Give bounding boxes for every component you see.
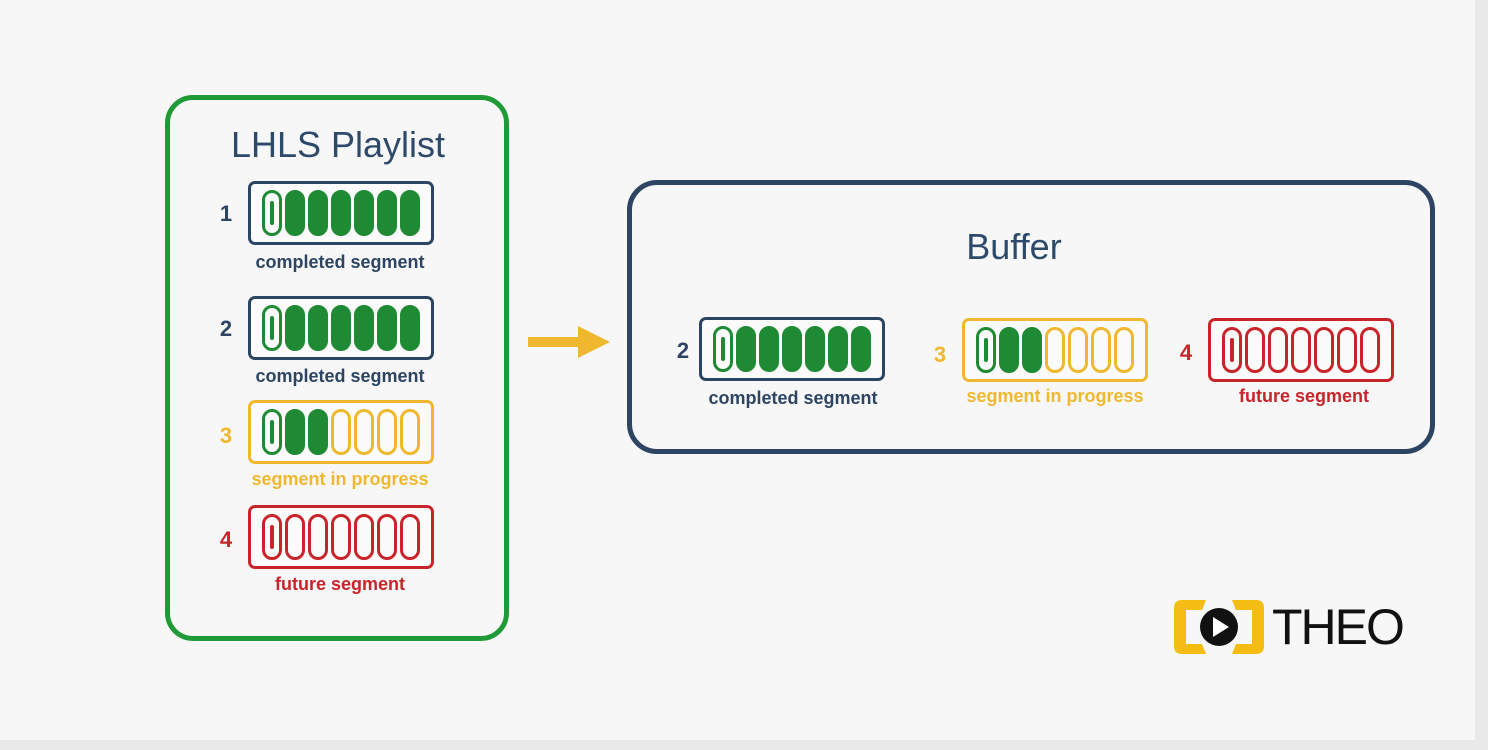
segment-chunk-filled <box>331 305 351 351</box>
segment-chunk-filled <box>851 326 871 372</box>
segment-chunk-filled <box>736 326 756 372</box>
buffer-segment-2-caption: completed segment <box>708 388 878 408</box>
segment-chunk-empty <box>1091 327 1111 373</box>
buffer-segment-2 <box>699 317 885 381</box>
buffer-segment-4-caption: future segment <box>1238 386 1370 406</box>
segment-chunk-empty <box>1045 327 1065 373</box>
playlist-segment-3 <box>248 400 434 464</box>
segment-chunk-empty <box>354 514 374 560</box>
segment-chunk-empty <box>308 514 328 560</box>
segment-chunk-filled <box>1022 327 1042 373</box>
playlist-segment-1-number: 1 <box>219 201 233 226</box>
segment-chunk-filled <box>377 305 397 351</box>
segment-chunk-filled <box>377 190 397 236</box>
playlist-segment-3-caption: segment in progress <box>251 469 429 489</box>
playlist-segment-2-caption: completed segment <box>255 366 425 386</box>
segment-chunk-empty <box>377 514 397 560</box>
playlist-segment-2 <box>248 296 434 360</box>
segment-chunk-filled <box>331 190 351 236</box>
segment-chunk-filled <box>759 326 779 372</box>
segment-chunk-empty <box>1268 327 1288 373</box>
buffer-panel <box>627 180 1435 454</box>
playlist-segment-1-caption: completed segment <box>255 252 425 272</box>
segment-chunk-index <box>713 326 733 372</box>
segment-chunk-filled <box>828 326 848 372</box>
playlist-segment-4 <box>248 505 434 569</box>
segment-chunk-index <box>1222 327 1242 373</box>
slide: LHLS Playlist 1 completed segment 2 comp… <box>0 0 1475 740</box>
buffer-segment-3 <box>962 318 1148 382</box>
playlist-segment-3-number: 3 <box>219 423 233 448</box>
segment-chunk-empty <box>1068 327 1088 373</box>
playlist-segment-4-number: 4 <box>219 527 233 552</box>
segment-chunk-filled <box>354 305 374 351</box>
lhls-playlist-panel <box>165 95 509 641</box>
segment-chunk-filled <box>805 326 825 372</box>
buffer-title: Buffer <box>966 226 1062 267</box>
buffer-segment-3-number: 3 <box>933 342 947 367</box>
segment-chunk-empty <box>285 514 305 560</box>
buffer-segment-3-caption: segment in progress <box>966 386 1144 406</box>
segment-chunk-filled <box>285 409 305 455</box>
buffer-segment-2-number: 2 <box>676 338 690 363</box>
segment-chunk-empty <box>331 409 351 455</box>
segment-chunk-filled <box>400 190 420 236</box>
segment-chunk-empty <box>354 409 374 455</box>
segment-chunk-empty <box>1245 327 1265 373</box>
segment-chunk-empty <box>1360 327 1380 373</box>
segment-chunk-filled <box>285 305 305 351</box>
segment-chunk-filled <box>308 305 328 351</box>
segment-chunk-filled <box>308 190 328 236</box>
segment-chunk-index <box>262 409 282 455</box>
segment-chunk-filled <box>308 409 328 455</box>
segment-chunk-empty <box>331 514 351 560</box>
segment-chunk-empty <box>1314 327 1334 373</box>
segment-chunk-filled <box>782 326 802 372</box>
buffer-segment-4 <box>1208 318 1394 382</box>
buffer-segment-4-number: 4 <box>1179 340 1193 365</box>
segment-chunk-empty <box>1291 327 1311 373</box>
theo-logo-text: THEO <box>1272 599 1405 655</box>
segment-chunk-index <box>262 190 282 236</box>
playlist-segment-1 <box>248 181 434 245</box>
arrow-right-icon <box>528 326 610 358</box>
segment-chunk-empty <box>1337 327 1357 373</box>
play-icon <box>1174 600 1264 654</box>
segment-chunk-index <box>976 327 996 373</box>
playlist-title: LHLS Playlist <box>230 124 446 165</box>
segment-chunk-filled <box>400 305 420 351</box>
segment-chunk-index <box>262 305 282 351</box>
segment-chunk-empty <box>400 514 420 560</box>
playlist-segment-4-caption: future segment <box>274 574 406 594</box>
segment-chunk-filled <box>285 190 305 236</box>
segment-chunk-filled <box>354 190 374 236</box>
segment-chunk-empty <box>377 409 397 455</box>
segment-chunk-filled <box>999 327 1019 373</box>
segment-chunk-empty <box>400 409 420 455</box>
playlist-segment-2-number: 2 <box>219 316 233 341</box>
segment-chunk-index <box>262 514 282 560</box>
segment-chunk-empty <box>1114 327 1134 373</box>
